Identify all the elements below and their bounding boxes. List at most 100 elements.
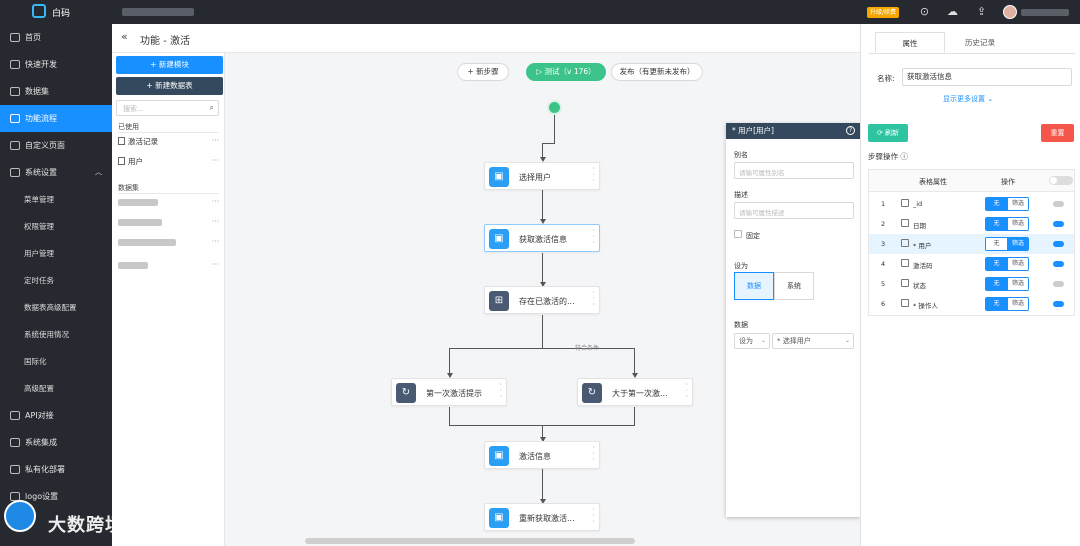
list-item[interactable]: 激活记录··· [118, 136, 219, 150]
publish-button[interactable]: 发布（有更新未发布） [611, 63, 703, 81]
select-user-select[interactable]: * 选择用户⌄ [772, 333, 854, 349]
list-item[interactable]: ··· [118, 260, 219, 274]
flow-node-first-activation[interactable]: ↻第一次激活提示··· [391, 378, 507, 406]
desc-input[interactable]: 请输可属性描述 [734, 202, 854, 219]
more-icon[interactable]: ··· [211, 197, 219, 206]
flow-node-greater-than[interactable]: ↻大于第一次激...··· [577, 378, 693, 406]
more-icon[interactable]: ··· [211, 136, 219, 145]
alias-input[interactable]: 请输可属性别名 [734, 162, 854, 179]
sidebar-sub-table-config[interactable]: 数据表高级配置 [24, 303, 77, 312]
new-step-button[interactable]: + 新步骤 [457, 63, 509, 81]
more-vertical-icon[interactable]: ··· [592, 226, 595, 247]
sidebar-sub-scheduled-task[interactable]: 定时任务 [24, 276, 54, 285]
more-icon[interactable]: ··· [211, 217, 219, 226]
seg-system[interactable]: 系统 [774, 272, 814, 300]
op-none-button[interactable]: 无 [986, 218, 1007, 230]
tab-history[interactable]: 历史记录 [965, 38, 995, 47]
more-vertical-icon[interactable]: ··· [685, 380, 688, 401]
upgrade-badge[interactable]: 升级/续费 [867, 7, 900, 18]
sidebar-item-integration[interactable]: 系统集成 [0, 429, 112, 456]
sidebar-item-system-settings[interactable]: 系统设置︿ [0, 159, 112, 186]
page-icon [10, 141, 20, 150]
op-filter-button[interactable]: 筛选 [1007, 198, 1028, 210]
module-search-input[interactable]: 搜索... ⌕ [116, 100, 219, 116]
row-toggle[interactable] [1053, 241, 1064, 247]
flow-node-activation-info[interactable]: ▣激活信息··· [484, 441, 600, 469]
back-icon[interactable]: « [121, 30, 128, 43]
list-item[interactable]: 用户··· [118, 156, 219, 170]
start-flag-icon[interactable] [547, 100, 562, 115]
reset-button[interactable]: 重置 [1041, 124, 1074, 142]
more-vertical-icon[interactable]: ··· [592, 505, 595, 526]
op-filter-button[interactable]: 筛选 [1007, 238, 1028, 250]
list-item[interactable]: ··· [118, 237, 219, 251]
name-input[interactable]: 获取激活信息 [902, 68, 1072, 86]
sidebar-item-quick-dev[interactable]: 快速开发 [0, 51, 112, 78]
new-module-button[interactable]: + 新建模块 [116, 56, 223, 74]
fixed-checkbox[interactable] [734, 230, 742, 238]
op-filter-button[interactable]: 筛选 [1007, 218, 1028, 230]
sidebar-sub-menu-manage[interactable]: 菜单管理 [24, 195, 54, 204]
flow-node-refetch[interactable]: ▣重新获取激活...··· [484, 503, 600, 531]
flow-node-select-user[interactable]: ▣选择用户··· [484, 162, 600, 190]
chevron-down-icon: ⌄ [844, 337, 850, 344]
play-circle-icon[interactable]: ⊙ [919, 5, 930, 18]
blurred-project-name [122, 8, 194, 16]
row-toggle[interactable] [1053, 301, 1064, 307]
op-none-button[interactable]: 无 [986, 278, 1007, 290]
chevron-up-icon: ︿ [95, 168, 102, 176]
tab-properties[interactable]: 属性 [875, 32, 945, 53]
op-filter-button[interactable]: 筛选 [1007, 298, 1028, 310]
help-icon[interactable]: ? [846, 126, 855, 135]
set-type-select[interactable]: 设为⌄ [734, 333, 770, 349]
op-none-button[interactable]: 无 [986, 198, 1007, 210]
sidebar-item-home[interactable]: 首页 [0, 24, 112, 51]
more-icon[interactable]: ··· [211, 260, 219, 269]
sidebar-item-dataset[interactable]: 数据集 [0, 78, 112, 105]
all-toggle[interactable] [1049, 176, 1073, 185]
sidebar-sub-i18n[interactable]: 国际化 [24, 357, 47, 366]
more-icon[interactable]: ··· [211, 237, 219, 246]
more-vertical-icon[interactable]: ··· [592, 288, 595, 309]
row-toggle[interactable] [1053, 201, 1064, 207]
more-vertical-icon[interactable]: ··· [592, 164, 595, 185]
op-none-button[interactable]: 无 [986, 238, 1007, 250]
horizontal-scrollbar[interactable] [305, 538, 635, 544]
sidebar-sub-permission[interactable]: 权限管理 [24, 222, 54, 231]
op-none-button[interactable]: 无 [986, 298, 1007, 310]
more-vertical-icon[interactable]: ··· [499, 380, 502, 401]
sidebar-sub-usage[interactable]: 系统使用情况 [24, 330, 69, 339]
export-icon[interactable]: ⇪ [976, 5, 987, 18]
sidebar-item-api[interactable]: API对接 [0, 402, 112, 429]
op-filter-button[interactable]: 筛选 [1007, 258, 1028, 270]
list-item[interactable]: ··· [118, 217, 219, 231]
test-button[interactable]: ▷ 测试（v 176） [526, 63, 606, 81]
more-icon[interactable]: ··· [211, 156, 219, 165]
refresh-button[interactable]: ⟳ 刷新 [868, 124, 908, 142]
flow-node-get-activation[interactable]: ▣获取激活信息··· [484, 224, 600, 252]
op-filter-button[interactable]: 筛选 [1007, 278, 1028, 290]
row-toggle[interactable] [1053, 221, 1064, 227]
cloud-icon[interactable]: ☁ [947, 5, 958, 18]
sidebar-item-function-flow[interactable]: 功能流程 [0, 105, 112, 132]
flow-node-condition[interactable]: ⊞存在已激活的...··· [484, 286, 600, 314]
op-none-button[interactable]: 无 [986, 258, 1007, 270]
row-toggle[interactable] [1053, 261, 1064, 267]
link-icon [901, 239, 909, 247]
more-vertical-icon[interactable]: ··· [592, 443, 595, 464]
flow-edge [542, 469, 543, 501]
avatar[interactable] [1003, 5, 1017, 19]
list-item[interactable]: ··· [118, 197, 219, 211]
sidebar-item-private-deploy[interactable]: 私有化部署 [0, 456, 112, 483]
sidebar-sub-advanced[interactable]: 高级配置 [24, 384, 54, 393]
sidebar-sub-user-manage[interactable]: 用户管理 [24, 249, 54, 258]
flow-icon [10, 114, 20, 123]
sidebar-item-custom-page[interactable]: 自定义页面 [0, 132, 112, 159]
row-toggle[interactable] [1053, 281, 1064, 287]
show-more-settings-link[interactable]: 显示更多设置 ⌄ [943, 95, 994, 103]
new-table-button[interactable]: + 新建数据表 [116, 77, 223, 95]
text-field-icon [901, 199, 909, 207]
seg-data[interactable]: 数据 [734, 272, 774, 300]
search-icon[interactable]: ⌕ [209, 103, 214, 112]
